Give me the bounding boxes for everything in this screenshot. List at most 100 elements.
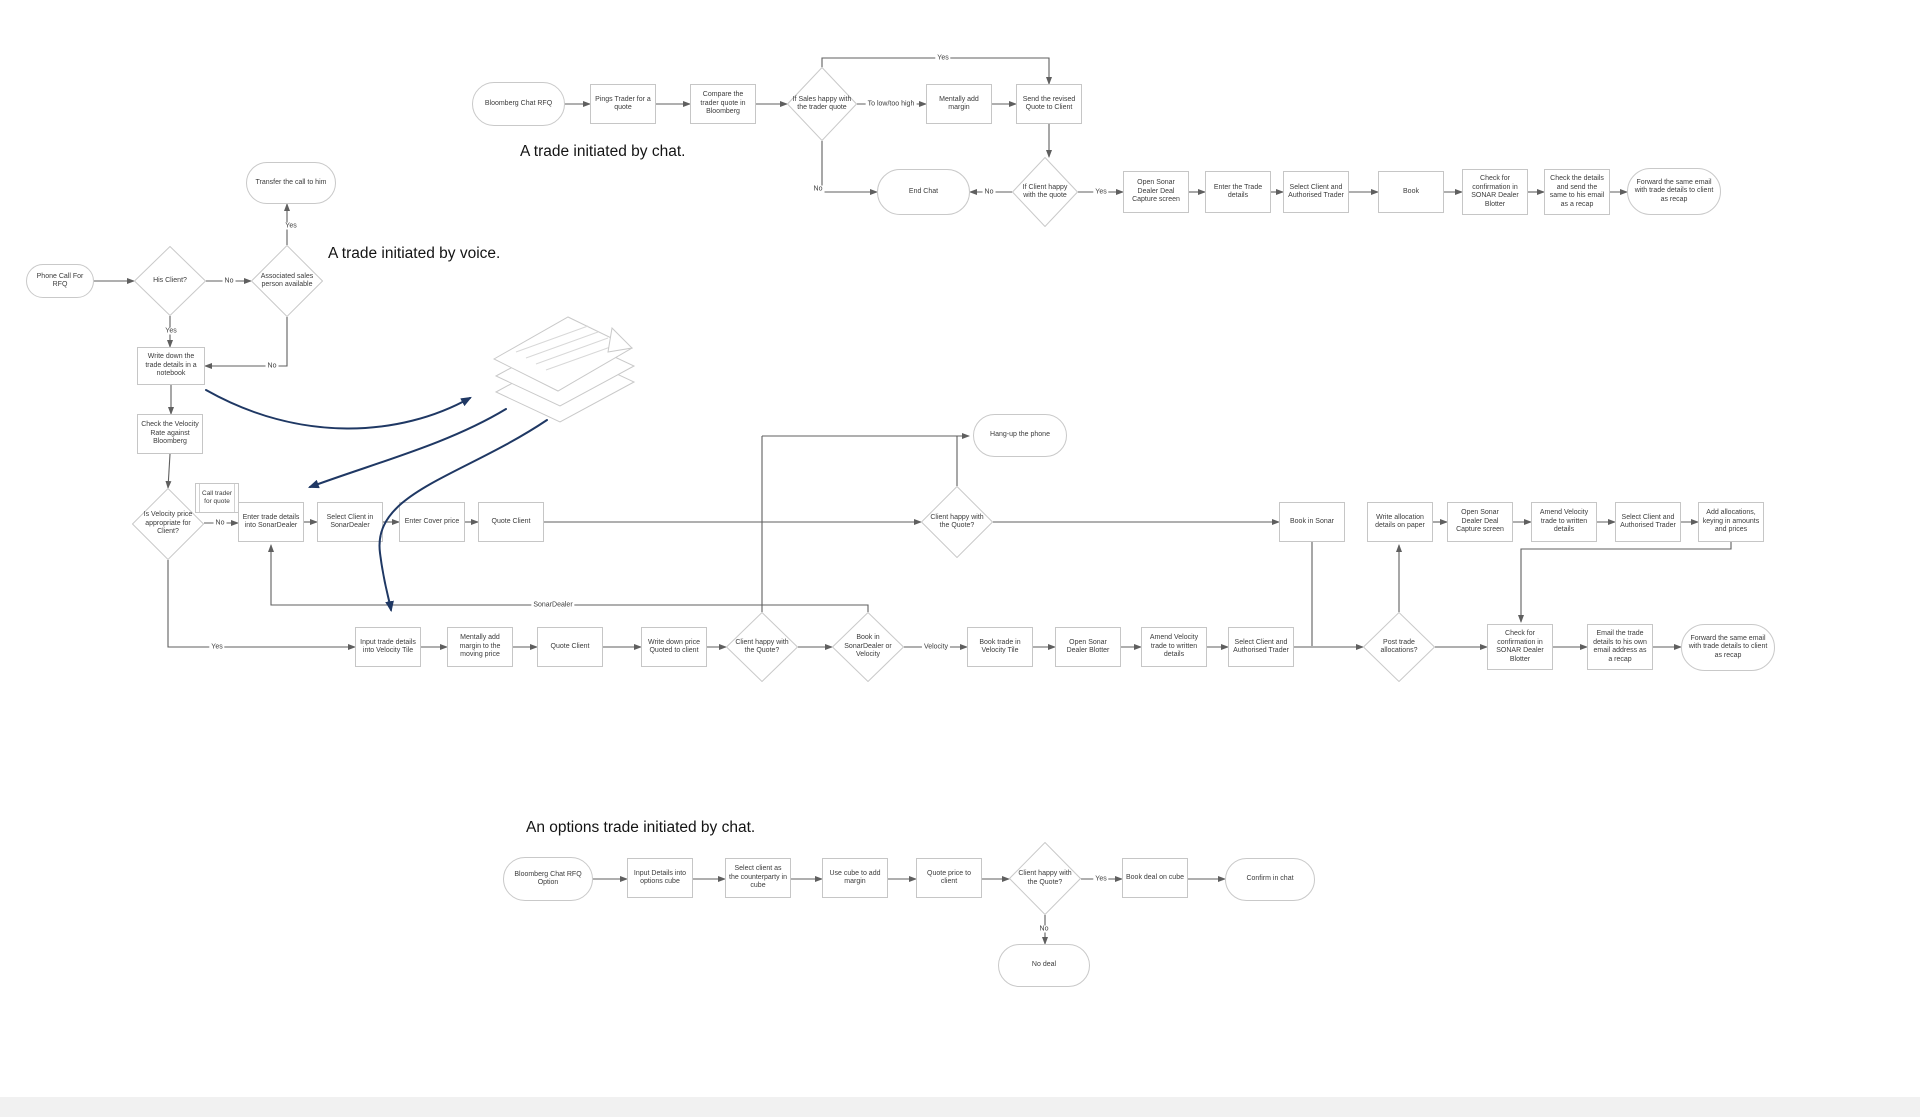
voice-check-confirmation-blotter-label: Check for confirmation in SONAR Dealer B… <box>1496 630 1544 663</box>
chat-send-revised-quote: Send the revised Quote to Client <box>1016 84 1082 124</box>
voice-post-trade-allocations-label: Post trade allocations? <box>1380 638 1418 655</box>
options-book-deal-on-cube: Book deal on cube <box>1122 858 1188 898</box>
voice-is-velocity-price-decision: Is Velocity price appropriate for Client… <box>132 488 204 560</box>
note-arrow-notebook-to-papers <box>205 389 472 430</box>
edge-label-yes: Yes <box>163 327 179 335</box>
chat-open-sonar-deal-capture: Open Sonar Dealer Deal Capture screen <box>1123 171 1189 213</box>
chat-start-bloomberg-chat-rfq: Bloomberg Chat RFQ <box>472 82 565 126</box>
options-no-deal: No deal <box>998 944 1090 987</box>
voice-open-sonar-deal-capture-label: Open Sonar Dealer Deal Capture screen <box>1456 509 1504 534</box>
voice-select-client-auth-lower-label: Select Client and Authorised Trader <box>1233 638 1289 655</box>
voice-check-confirmation-blotter: Check for confirmation in SONAR Dealer B… <box>1487 624 1553 670</box>
chat-if-sales-happy-decision: If Sales happy with the trader quote <box>787 67 857 141</box>
chat-if-sales-happy-decision-label: If Sales happy with the trader quote <box>792 95 852 112</box>
voice-open-sonar-deal-capture: Open Sonar Dealer Deal Capture screen <box>1447 502 1513 542</box>
chat-enter-trade-details: Enter the Trade details <box>1205 171 1271 213</box>
chat-compare-trader-quote: Compare the trader quote in Bloomberg <box>690 84 756 124</box>
chat-start-bloomberg-chat-rfq-label: Bloomberg Chat RFQ <box>484 99 553 107</box>
voice-book-trade-velocity-tile-label: Book trade in Velocity Tile <box>979 638 1021 655</box>
voice-book-sonardealer-or-velocity: Book in SonarDealer or Velocity <box>832 612 904 682</box>
voice-amend-velocity-upper-label: Amend Velocity trade to written details <box>1539 509 1589 534</box>
voice-client-happy-lower-decision-label: Client happy with the Quote? <box>735 638 789 655</box>
voice-open-sonar-dealer-blotter: Open Sonar Dealer Blotter <box>1055 627 1121 667</box>
voice-call-trader-for-quote: Call trader for quote <box>195 483 239 513</box>
chat-forward-email-to-client: Forward the same email with trade detail… <box>1627 168 1721 215</box>
voice-quote-client-lower: Quote Client <box>537 627 603 667</box>
voice-write-down-trade-details-label: Write down the trade details in a notebo… <box>145 353 197 378</box>
options-input-details-cube: Input Details into options cube <box>627 858 693 898</box>
voice-call-trader-for-quote-label: Call trader for quote <box>202 490 232 505</box>
voice-transfer-call: Transfer the call to him <box>246 162 336 204</box>
options-select-client-counterparty-label: Select client as the counterparty in cub… <box>729 865 787 890</box>
paper-folded-corner <box>607 326 634 353</box>
voice-select-client-auth-upper: Select Client and Authorised Trader <box>1615 502 1681 542</box>
options-book-deal-on-cube-label: Book deal on cube <box>1126 873 1184 881</box>
voice-enter-cover-price-label: Enter Cover price <box>404 517 460 525</box>
chat-end-chat: End Chat <box>877 169 970 215</box>
voice-mentally-add-margin-label: Mentally add margin to the moving price <box>459 634 501 659</box>
options-input-details-cube-label: Input Details into options cube <box>633 869 687 886</box>
voice-enter-details-sonardealer-label: Enter trade details into SonarDealer <box>242 513 300 530</box>
edge-label-to-low-too-high: To low/too high <box>865 100 917 108</box>
chat-check-details-send-email-label: Check the details and send the same to h… <box>1549 175 1605 208</box>
connector-7 <box>821 141 878 195</box>
chat-check-details-send-email: Check the details and send the same to h… <box>1544 169 1610 215</box>
voice-book-in-sonar-label: Book in Sonar <box>1290 517 1334 525</box>
voice-add-allocations-label: Add allocations, keying in amounts and p… <box>1702 509 1760 534</box>
voice-input-velocity-tile: Input trade details into Velocity Tile <box>355 627 421 667</box>
note-arrow-papers-to-sonardealer <box>307 408 507 489</box>
voice-select-client-sonardealer: Select Client in SonarDealer <box>317 502 383 542</box>
voice-post-trade-allocations: Post trade allocations? <box>1363 612 1435 682</box>
options-confirm-in-chat-label: Confirm in chat <box>1246 875 1294 883</box>
options-start-bloomberg-rfq-option: Bloomberg Chat RFQ Option <box>503 857 593 901</box>
bottom-window-strip <box>0 1097 1920 1117</box>
voice-select-client-auth-upper-label: Select Client and Authorised Trader <box>1620 513 1676 530</box>
voice-add-allocations: Add allocations, keying in amounts and p… <box>1698 502 1764 542</box>
options-use-cube-add-margin: Use cube to add margin <box>822 858 888 898</box>
chat-book-label: Book <box>1403 187 1419 195</box>
connector-39 <box>1518 542 1732 623</box>
voice-amend-velocity-lower: Amend Velocity trade to written details <box>1141 627 1207 667</box>
paper-stack-illustration <box>492 316 636 423</box>
voice-enter-details-sonardealer: Enter trade details into SonarDealer <box>238 502 304 542</box>
voice-email-trade-details-label: Email the trade details to his own email… <box>1593 630 1647 663</box>
chat-open-sonar-deal-capture-label: Open Sonar Dealer Deal Capture screen <box>1132 179 1180 204</box>
options-quote-price-client-label: Quote price to client <box>927 869 971 886</box>
voice-associated-sales-decision: Associated sales person available <box>251 245 323 317</box>
voice-open-sonar-dealer-blotter-label: Open Sonar Dealer Blotter <box>1066 638 1110 655</box>
voice-start-phone-call-rfq-label: Phone Call For RFQ <box>36 272 84 289</box>
options-no-deal-label: No deal <box>1031 961 1057 969</box>
chat-mentally-add-margin-label: Mentally add margin <box>939 95 979 112</box>
options-select-client-counterparty: Select client as the counterparty in cub… <box>725 858 791 898</box>
voice-check-velocity-rate: Check the Velocity Rate against Bloomber… <box>137 414 203 454</box>
voice-check-velocity-rate-label: Check the Velocity Rate against Bloomber… <box>141 421 199 446</box>
voice-write-down-trade-details: Write down the trade details in a notebo… <box>137 347 205 385</box>
connector-22 <box>165 453 172 489</box>
voice-quote-client-lower-label: Quote Client <box>550 642 590 650</box>
chat-end-chat-label: End Chat <box>908 187 939 195</box>
options-client-happy-decision-label: Client happy with the Quote? <box>1018 870 1072 886</box>
chat-forward-email-to-client-label: Forward the same email with trade detail… <box>1634 178 1714 203</box>
connector-24 <box>167 560 356 650</box>
voice-book-in-sonar: Book in Sonar <box>1279 502 1345 542</box>
voice-amend-velocity-upper: Amend Velocity trade to written details <box>1531 502 1597 542</box>
voice-amend-velocity-lower-label: Amend Velocity trade to written details <box>1149 634 1199 659</box>
voice-hang-up-phone-label: Hang-up the phone <box>990 431 1050 439</box>
edge-label-no: No <box>213 519 227 527</box>
chat-pings-trader-for-a-quote: Pings Trader for a quote <box>590 84 656 124</box>
voice-mentally-add-margin: Mentally add margin to the moving price <box>447 627 513 667</box>
chat-if-client-happy-decision-label: If Client happy with the quote <box>1022 183 1068 200</box>
edge-label-no: No <box>1037 925 1051 933</box>
edge-label-yes: Yes <box>1093 188 1109 196</box>
chat-check-confirmation-blotter-label: Check for confirmation in SONAR Dealer B… <box>1471 175 1519 208</box>
edge-label-no: No <box>265 362 279 370</box>
edge-label-sonardealer: SonarDealer <box>531 601 575 609</box>
voice-client-happy-upper-decision: Client happy with the Quote? <box>921 486 993 558</box>
chat-book: Book <box>1378 171 1444 213</box>
voice-associated-sales-decision-label: Associated sales person available <box>260 272 314 289</box>
voice-email-trade-details: Email the trade details to his own email… <box>1587 624 1653 670</box>
chat-mentally-add-margin: Mentally add margin <box>926 84 992 124</box>
voice-quote-client-upper: Quote Client <box>478 502 544 542</box>
options-start-bloomberg-rfq-option-label: Bloomberg Chat RFQ Option <box>514 870 582 887</box>
title-voice-flow: A trade initiated by voice. <box>328 245 501 262</box>
